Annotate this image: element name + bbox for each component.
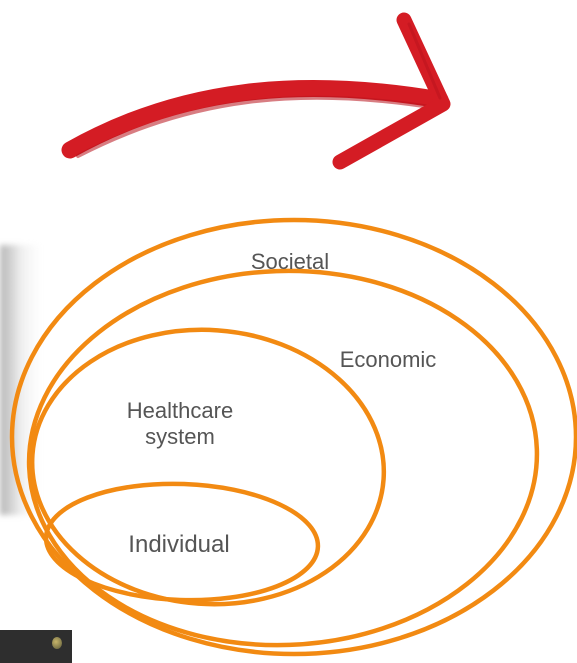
economic-ring [26,268,540,648]
healthcare-system-label: Healthcare system [110,398,250,450]
societal-label: Societal [250,249,330,274]
individual-label: Individual [128,531,230,558]
corner-thumbnail-image [0,630,72,663]
healthcare-label-line2: system [145,424,215,449]
healthcare-label-line1: Healthcare [126,398,234,423]
individual-ring [43,481,321,603]
healthcare-system-ring [29,327,387,607]
societal-ring [9,217,577,657]
economic-label: Economic [339,347,437,372]
curved-arrow-icon [61,12,451,170]
